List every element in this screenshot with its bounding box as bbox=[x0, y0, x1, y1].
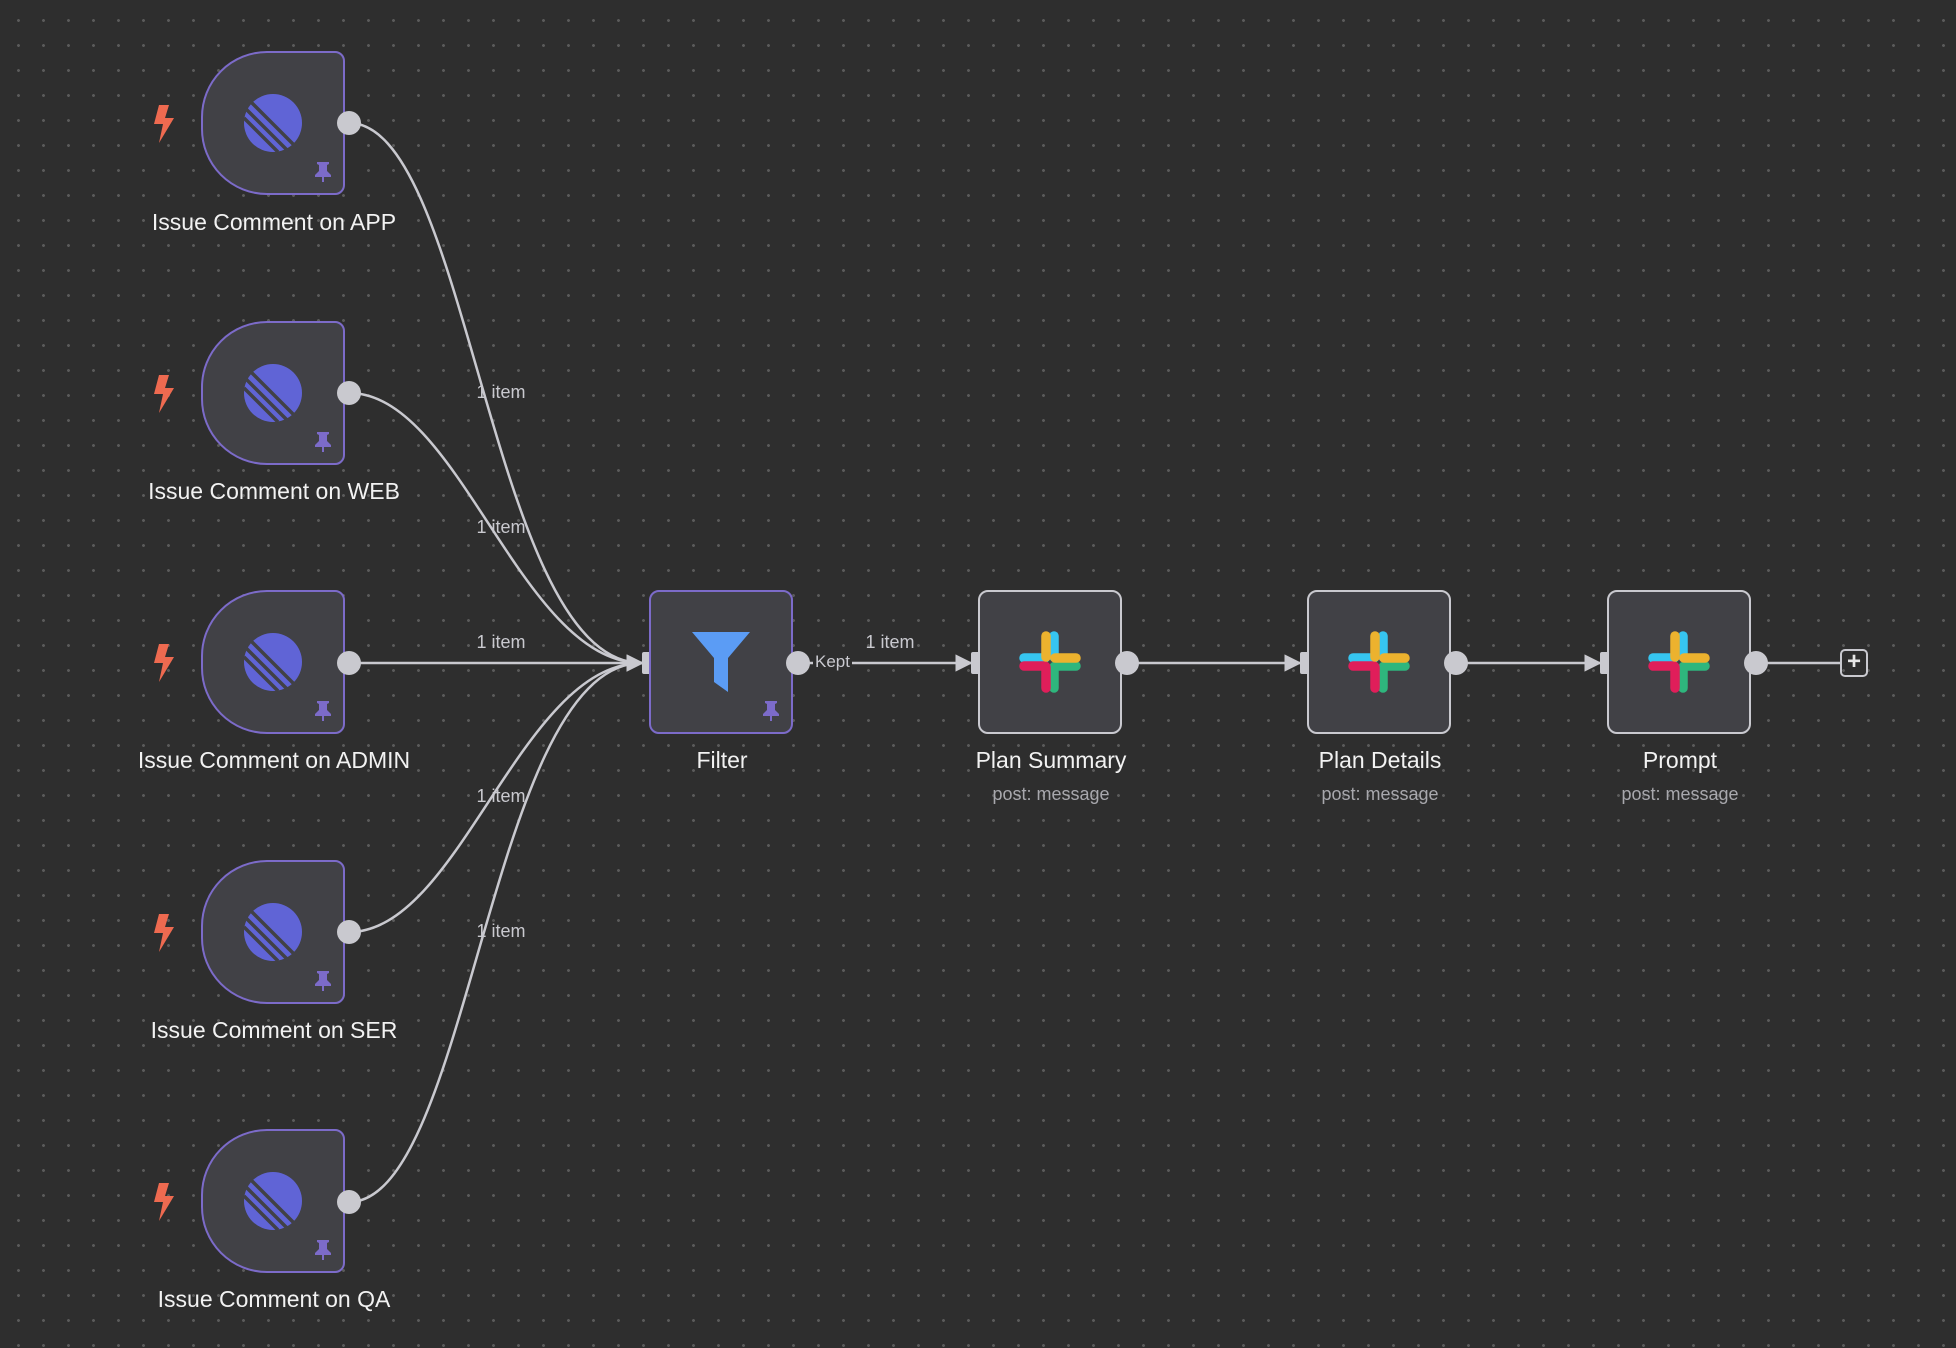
node-label: Issue Comment on WEB bbox=[148, 478, 400, 504]
node-subtitle: post: message bbox=[992, 784, 1110, 804]
output-handle[interactable] bbox=[786, 651, 810, 675]
trigger-node-web-box[interactable] bbox=[201, 321, 345, 465]
linear-icon bbox=[242, 633, 302, 693]
pin-icon bbox=[315, 971, 331, 991]
edge-label-app: 1 item bbox=[476, 382, 526, 402]
trigger-node-qa-box[interactable] bbox=[201, 1129, 345, 1273]
trigger-bolt-icon bbox=[154, 914, 174, 952]
input-handle[interactable] bbox=[1600, 652, 1611, 674]
node-label: Plan Summary bbox=[975, 747, 1127, 773]
edge-label-qa: 1 item bbox=[476, 921, 526, 941]
edge-label-web: 1 item bbox=[476, 517, 526, 537]
slack-icon bbox=[1348, 631, 1410, 693]
edge-label-ser: 1 item bbox=[476, 786, 526, 806]
slack-icon bbox=[1648, 631, 1710, 693]
node-label: Prompt bbox=[1642, 747, 1718, 773]
slack-node-prompt-box[interactable] bbox=[1607, 590, 1751, 734]
linear-icon bbox=[242, 364, 302, 424]
trigger-bolt-icon bbox=[154, 644, 174, 682]
funnel-icon bbox=[692, 632, 750, 692]
slack-node-plan-summary-box[interactable] bbox=[978, 590, 1122, 734]
trigger-node-admin-box[interactable] bbox=[201, 590, 345, 734]
node-label: Issue Comment on QA bbox=[157, 1286, 391, 1312]
filter-node-box[interactable] bbox=[649, 590, 793, 734]
slack-node-plan-details-box[interactable] bbox=[1307, 590, 1451, 734]
linear-icon bbox=[242, 94, 302, 154]
linear-icon bbox=[242, 1172, 302, 1232]
pin-icon bbox=[315, 162, 331, 182]
input-handle[interactable] bbox=[1300, 652, 1311, 674]
trigger-bolt-icon bbox=[154, 375, 174, 413]
trigger-node-ser-box[interactable] bbox=[201, 860, 345, 1004]
output-handle[interactable] bbox=[337, 1190, 361, 1214]
pin-icon bbox=[315, 1240, 331, 1260]
add-node-button[interactable]: + bbox=[1840, 649, 1868, 677]
node-label: Issue Comment on SER bbox=[150, 1017, 398, 1043]
edge-app-to-filter[interactable] bbox=[348, 121, 644, 672]
output-handle[interactable] bbox=[337, 920, 361, 944]
node-label: Issue Comment on ADMIN bbox=[137, 747, 411, 773]
trigger-bolt-icon bbox=[154, 105, 174, 143]
edge-label-filter-out: 1 item bbox=[865, 632, 915, 652]
output-label-kept: Kept bbox=[813, 652, 852, 672]
node-label: Filter bbox=[696, 747, 748, 773]
output-handle[interactable] bbox=[1444, 651, 1468, 675]
output-handle[interactable] bbox=[337, 111, 361, 135]
node-subtitle: post: message bbox=[1621, 784, 1739, 804]
edge-qa-to-filter[interactable] bbox=[348, 654, 644, 1204]
output-handle[interactable] bbox=[337, 651, 361, 675]
input-handle[interactable] bbox=[642, 652, 653, 674]
edge-ser-to-filter[interactable] bbox=[348, 654, 644, 934]
input-handle[interactable] bbox=[971, 652, 982, 674]
pin-icon bbox=[315, 701, 331, 721]
plus-icon: + bbox=[1846, 648, 1861, 675]
edge-label-admin: 1 item bbox=[476, 632, 526, 652]
node-label: Issue Comment on APP bbox=[151, 209, 397, 235]
pin-icon bbox=[763, 701, 779, 721]
linear-icon bbox=[242, 903, 302, 963]
pin-icon bbox=[315, 432, 331, 452]
slack-icon bbox=[1019, 631, 1081, 693]
output-handle[interactable] bbox=[1115, 651, 1139, 675]
output-handle[interactable] bbox=[337, 381, 361, 405]
output-handle[interactable] bbox=[1744, 651, 1768, 675]
edge-web-to-filter[interactable] bbox=[348, 391, 644, 672]
trigger-bolt-icon bbox=[154, 1183, 174, 1221]
node-subtitle: post: message bbox=[1321, 784, 1439, 804]
trigger-node-app-box[interactable] bbox=[201, 51, 345, 195]
node-label: Plan Details bbox=[1318, 747, 1442, 773]
